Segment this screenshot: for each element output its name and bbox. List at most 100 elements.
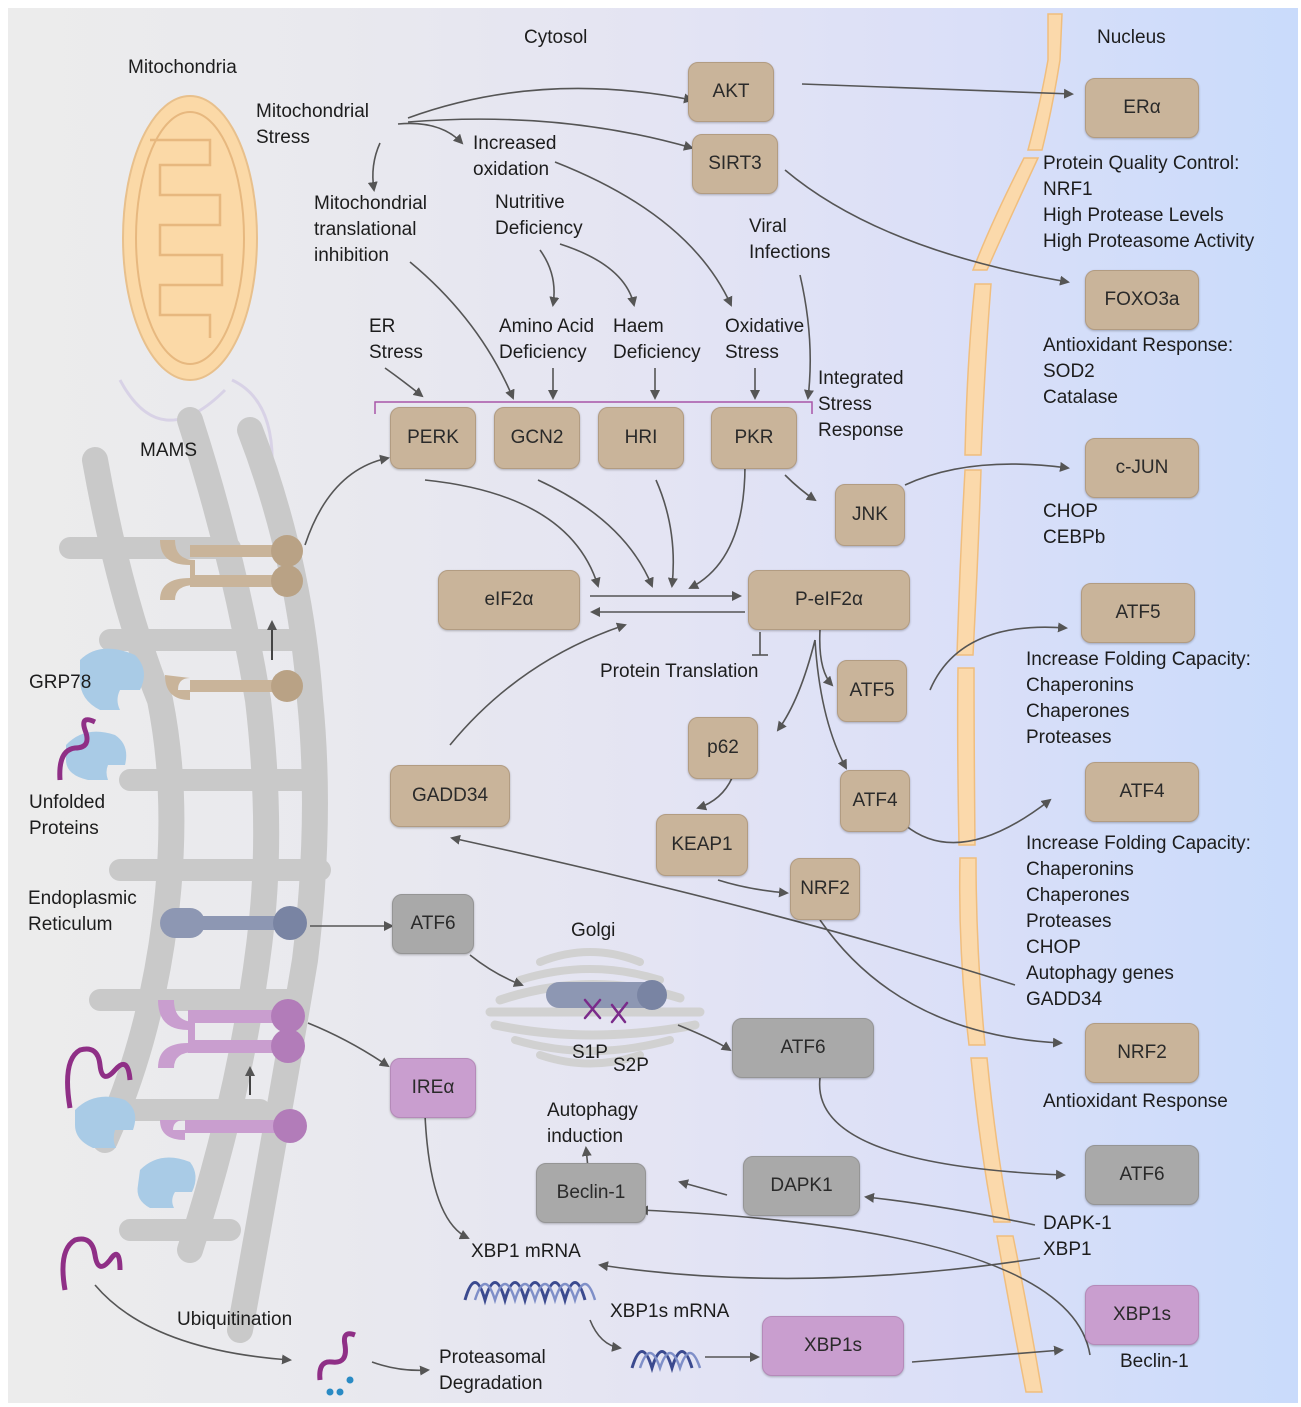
node-sirt3: SIRT3 bbox=[692, 134, 778, 194]
node-jnk: JNK bbox=[835, 484, 905, 546]
line: Antioxidant Response: bbox=[1043, 333, 1233, 359]
node-eif2a: eIF2α bbox=[438, 570, 580, 630]
region-label-golgi: Golgi bbox=[571, 918, 615, 944]
region-label-mams: MAMS bbox=[140, 438, 197, 464]
line: Protein Quality Control: bbox=[1043, 151, 1254, 177]
line: Deficiency bbox=[613, 340, 701, 366]
er-line-2: Reticulum bbox=[28, 912, 137, 938]
line: Chaperones bbox=[1026, 699, 1251, 725]
node-pkr: PKR bbox=[711, 407, 797, 469]
node-p-eif2a: P-eIF2α bbox=[748, 570, 910, 630]
ubiquitinated-protein bbox=[320, 1334, 355, 1396]
node-gadd34: GADD34 bbox=[390, 765, 510, 827]
node-xbp1s-cytosol: XBP1s bbox=[762, 1316, 904, 1376]
label-protein-translation: Protein Translation bbox=[600, 659, 758, 685]
line: Increase Folding Capacity: bbox=[1026, 831, 1251, 857]
region-label-nucleus: Nucleus bbox=[1097, 25, 1166, 51]
node-akt: AKT bbox=[688, 62, 774, 122]
node-keap1: KEAP1 bbox=[656, 814, 748, 876]
line: NRF1 bbox=[1043, 177, 1254, 203]
node-beclin1: Beclin-1 bbox=[536, 1163, 646, 1223]
xbp1-mrna-wave bbox=[465, 1283, 595, 1301]
line: XBP1 bbox=[1043, 1237, 1112, 1263]
label-oxidative: OxidativeStress bbox=[725, 314, 804, 366]
line: Beclin-1 bbox=[1120, 1349, 1189, 1375]
node-xbp1s-nucleus: XBP1s bbox=[1085, 1285, 1199, 1345]
line: SOD2 bbox=[1043, 359, 1233, 385]
line: Nutritive bbox=[495, 190, 583, 216]
line: Proteins bbox=[29, 816, 105, 842]
label-s2p: S2P bbox=[613, 1053, 649, 1079]
node-nrf2-nucleus: NRF2 bbox=[1085, 1023, 1199, 1083]
region-label-mitochondria: Mitochondria bbox=[128, 55, 237, 81]
node-atf6-nucleus: ATF6 bbox=[1085, 1145, 1199, 1205]
node-atf4-nucleus: ATF4 bbox=[1085, 762, 1199, 822]
line: inhibition bbox=[314, 243, 427, 269]
line: Chaperonins bbox=[1026, 673, 1251, 699]
list-xbp1s-targets: Beclin-1 bbox=[1120, 1349, 1189, 1375]
line: Infections bbox=[749, 240, 830, 266]
region-label-cytosol: Cytosol bbox=[524, 25, 587, 51]
line: Stress bbox=[256, 125, 369, 151]
atf6-receptor bbox=[160, 906, 307, 940]
line: oxidation bbox=[473, 157, 556, 183]
node-gcn2: GCN2 bbox=[494, 407, 580, 469]
line: CHOP bbox=[1043, 499, 1105, 525]
line: Integrated bbox=[818, 366, 904, 392]
node-irea: IREα bbox=[390, 1058, 476, 1118]
line: Deficiency bbox=[495, 216, 583, 242]
line: Increased bbox=[473, 131, 556, 157]
node-perk: PERK bbox=[390, 407, 476, 469]
label-increased-oxidation: Increasedoxidation bbox=[473, 131, 556, 183]
label-ubiquitination: Ubiquitination bbox=[177, 1307, 292, 1333]
xbp1s-mrna-wave bbox=[632, 1352, 700, 1369]
node-atf5-nucleus: ATF5 bbox=[1081, 583, 1195, 643]
line: CEBPb bbox=[1043, 525, 1105, 551]
node-nrf2-cytosol: NRF2 bbox=[790, 858, 860, 920]
line: GADD34 bbox=[1026, 987, 1251, 1013]
line: Stress bbox=[725, 340, 804, 366]
node-atf6-golgi: ATF6 bbox=[732, 1018, 874, 1078]
line: Oxidative bbox=[725, 314, 804, 340]
line: Mitochondrial bbox=[314, 191, 427, 217]
line: Viral bbox=[749, 214, 830, 240]
node-atf6-er: ATF6 bbox=[392, 894, 474, 954]
line: Mitochondrial bbox=[256, 99, 369, 125]
node-era: ERα bbox=[1085, 78, 1199, 138]
node-cjun: c-JUN bbox=[1085, 438, 1199, 498]
line: Haem bbox=[613, 314, 701, 340]
line: Deficiency bbox=[499, 340, 594, 366]
label-xbp1s-mrna: XBP1s mRNA bbox=[610, 1299, 729, 1325]
node-p62: p62 bbox=[688, 717, 758, 779]
line: CHOP bbox=[1026, 935, 1251, 961]
node-dapk1: DAPK1 bbox=[743, 1156, 860, 1216]
line: Antioxidant Response bbox=[1043, 1089, 1228, 1115]
label-xbp1-mrna: XBP1 mRNA bbox=[471, 1239, 581, 1265]
line: High Protease Levels bbox=[1043, 203, 1254, 229]
line: induction bbox=[547, 1124, 638, 1150]
node-atf5-cytosol: ATF5 bbox=[837, 660, 907, 722]
node-hri: HRI bbox=[598, 407, 684, 469]
line: Catalase bbox=[1043, 385, 1233, 411]
list-era-targets: Protein Quality Control:NRF1High Proteas… bbox=[1043, 151, 1254, 255]
grp78-chaperone bbox=[60, 649, 144, 780]
line: Degradation bbox=[439, 1371, 546, 1397]
list-nrf2-targets: Antioxidant Response bbox=[1043, 1089, 1228, 1115]
node-atf4-cytosol: ATF4 bbox=[840, 770, 910, 832]
line: Stress bbox=[369, 340, 423, 366]
node-foxo3a: FOXO3a bbox=[1085, 270, 1199, 330]
line: Autophagy genes bbox=[1026, 961, 1251, 987]
line: Proteasomal bbox=[439, 1345, 546, 1371]
line: Unfolded bbox=[29, 790, 105, 816]
